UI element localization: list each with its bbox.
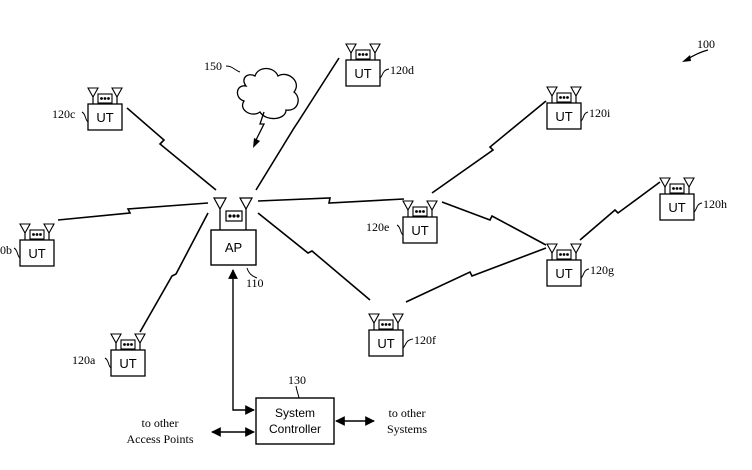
terminal-label: UT	[555, 109, 572, 124]
link-ap-120e	[257, 197, 405, 204]
terminal-label: UT	[411, 223, 428, 238]
cloud-150: 150	[204, 59, 299, 148]
link-120i-120e	[431, 100, 547, 194]
terminal-label: UT	[377, 336, 394, 351]
ap-ref: 110	[246, 276, 264, 290]
terminal-ref: 120h	[703, 197, 727, 211]
terminal-ref: 120i	[589, 106, 611, 120]
controller-label-line2: Controller	[269, 422, 321, 436]
link-120g-120h	[579, 181, 661, 241]
user-terminal-120f: UT 120f	[368, 313, 436, 357]
link-120f-120g	[405, 247, 547, 303]
controller-label-line1: System	[275, 406, 315, 420]
terminal-ref: 120c	[52, 107, 75, 121]
external-left-line1: to other	[142, 416, 179, 430]
system-controller: System Controller 130	[255, 373, 335, 445]
link-ap-120b	[57, 202, 209, 221]
link-ap-120d	[255, 57, 340, 191]
cloud-ref: 150	[204, 59, 222, 73]
user-terminal-120g: UT 120g	[546, 243, 614, 287]
figure-ref: 100	[682, 37, 715, 62]
link-ap-120c	[126, 107, 217, 191]
terminal-label: UT	[354, 66, 371, 81]
terminal-label: UT	[96, 110, 113, 125]
figure-ref-label: 100	[697, 37, 715, 51]
terminal-label: UT	[668, 200, 685, 215]
external-right-line2: Systems	[387, 422, 427, 436]
link-120e-120g	[441, 201, 547, 246]
ap-label: AP	[225, 240, 242, 255]
terminal-label: UT	[119, 356, 136, 371]
terminal-label: UT	[555, 266, 572, 281]
user-terminal-120i: UT 120i	[546, 86, 611, 130]
user-terminal-120e: UT 120e	[366, 200, 438, 244]
user-terminal-120h: UT 120h	[659, 177, 727, 221]
terminal-ref: 120e	[366, 220, 389, 234]
access-point: AP 110	[210, 197, 264, 290]
user-terminal-120a: UT 120a	[72, 333, 146, 377]
terminal-ref: 0b	[0, 243, 12, 257]
link-ap-120a	[139, 212, 209, 333]
link-ap-120f	[257, 212, 371, 301]
terminal-label: UT	[28, 246, 45, 261]
user-terminal-120b: UT 0b	[0, 223, 55, 267]
terminal-ref: 120g	[590, 263, 614, 277]
user-terminal-120c: UT 120c	[52, 87, 123, 131]
terminal-ref: 120f	[414, 333, 436, 347]
external-left-line2: Access Points	[127, 432, 194, 446]
wireless-links	[57, 57, 661, 333]
terminal-ref: 120a	[72, 353, 96, 367]
terminal-ref: 120d	[390, 63, 414, 77]
external-right-line1: to other	[389, 406, 426, 420]
controller-ref: 130	[288, 373, 306, 387]
user-terminal-120d: UT 120d	[345, 43, 414, 87]
ap-controller-link	[228, 269, 255, 415]
